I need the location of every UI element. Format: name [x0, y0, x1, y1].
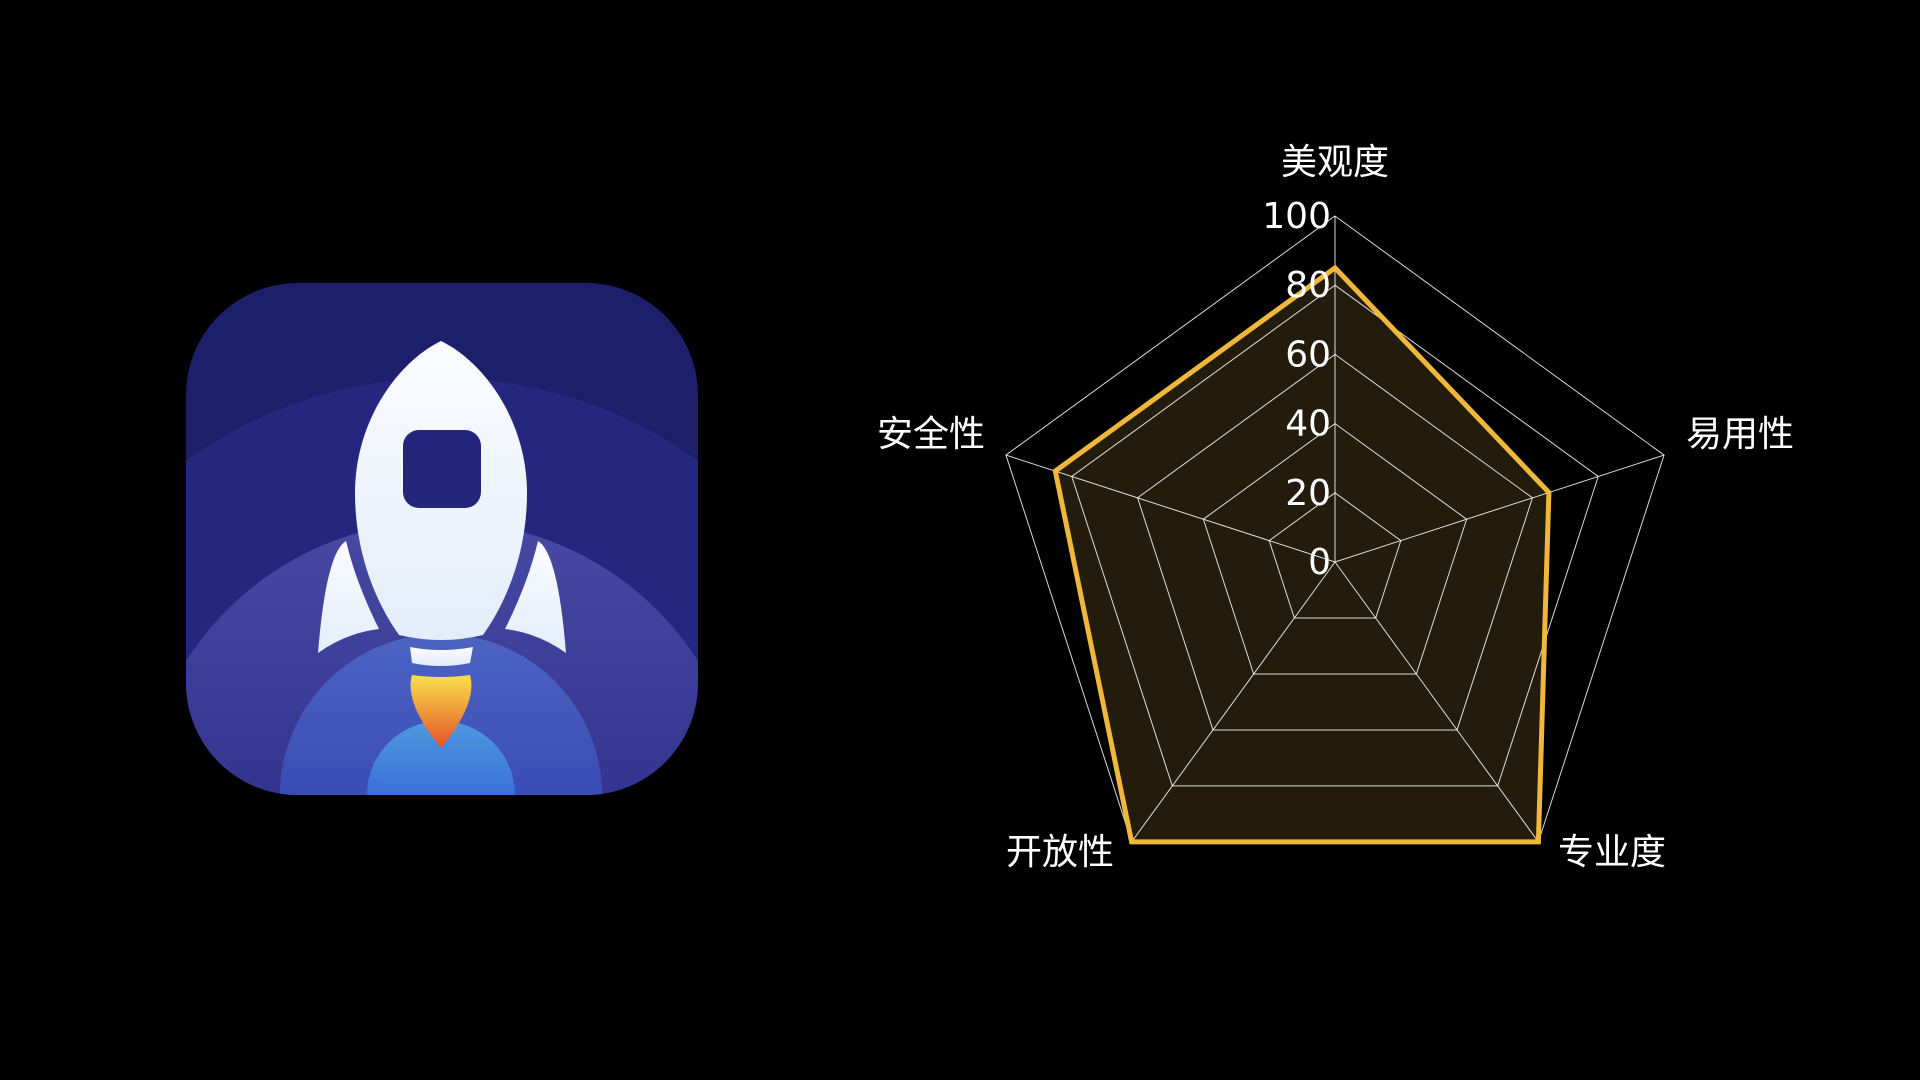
series-line	[1052, 264, 1552, 845]
axis-spoke	[1005, 454, 1336, 563]
grid-ring	[1136, 353, 1534, 731]
rocket-fin-right	[505, 541, 566, 653]
rocket-window	[403, 430, 481, 508]
grid-ring	[1268, 492, 1402, 619]
grid-ring	[1202, 422, 1468, 675]
category-label: 易用性	[1685, 414, 1795, 455]
category-label: 开放性	[1005, 832, 1115, 873]
rocket-nozzle	[410, 647, 473, 666]
category-label: 安全性	[876, 414, 986, 455]
tick-label: 100	[1262, 196, 1331, 237]
axis-spoke	[1131, 561, 1336, 843]
axis-spoke	[1334, 561, 1539, 843]
icon-arc-core	[367, 721, 515, 795]
category-label: 专业度	[1557, 832, 1667, 873]
rocket-flame	[410, 675, 472, 748]
grid-ring	[1071, 284, 1599, 787]
series-area	[1055, 267, 1549, 842]
axis-spoke	[1334, 454, 1665, 563]
tick-label: 80	[1285, 265, 1331, 306]
rocket-app-icon	[186, 283, 698, 795]
tick-label: 0	[1308, 542, 1331, 583]
tick-label: 60	[1285, 334, 1331, 375]
tick-label: 20	[1285, 473, 1331, 514]
rocket-fin-left	[318, 541, 379, 653]
tick-label: 40	[1285, 404, 1331, 445]
category-label: 美观度	[1280, 142, 1390, 183]
